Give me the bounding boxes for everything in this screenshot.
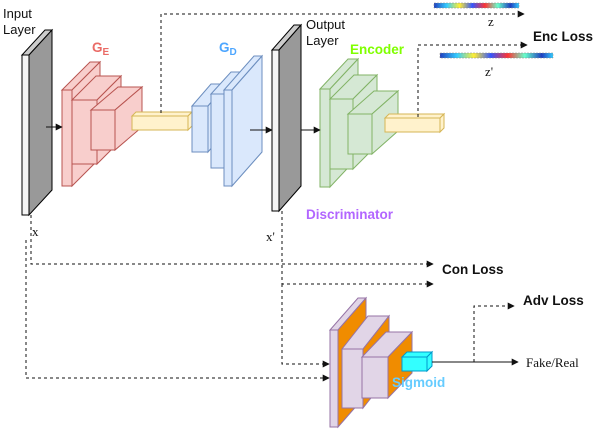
z-prime-label: z' (485, 64, 493, 79)
encoder-block (318, 57, 400, 189)
discriminator-block (328, 296, 414, 429)
ge-encoder-block (60, 60, 144, 188)
ge-label: GE (92, 40, 110, 58)
gd-decoder-block (190, 54, 264, 188)
output-layer-label-line2: Layer (306, 33, 339, 48)
output-layer-label-line1: Output (306, 17, 345, 32)
con-loss-label: Con Loss (442, 262, 504, 277)
encoder-label: Encoder (350, 42, 405, 57)
enc-loss-label: Enc Loss (533, 29, 593, 44)
fake-real-label: Fake/Real (526, 355, 579, 370)
latent-z-block (130, 110, 194, 132)
sigmoid-block (400, 350, 434, 373)
adv-loss-label: Adv Loss (523, 293, 584, 308)
connections (25, 10, 528, 382)
x-prime-label: x' (266, 229, 275, 244)
latent-z-prime-block (383, 112, 446, 134)
input-layer-label-line1: Input (3, 6, 32, 21)
x-label: x (32, 224, 39, 239)
gd-label: GD (219, 40, 237, 58)
input-layer (20, 28, 54, 217)
latent-vector-z-prime (439, 52, 554, 59)
output-layer (270, 23, 303, 213)
discriminator-label: Discriminator (306, 207, 394, 222)
input-layer-label-line2: Layer (3, 22, 36, 37)
latent-vector-z (433, 2, 520, 9)
z-label: z (488, 14, 494, 29)
sigmoid-label: Sigmoid (392, 375, 445, 390)
